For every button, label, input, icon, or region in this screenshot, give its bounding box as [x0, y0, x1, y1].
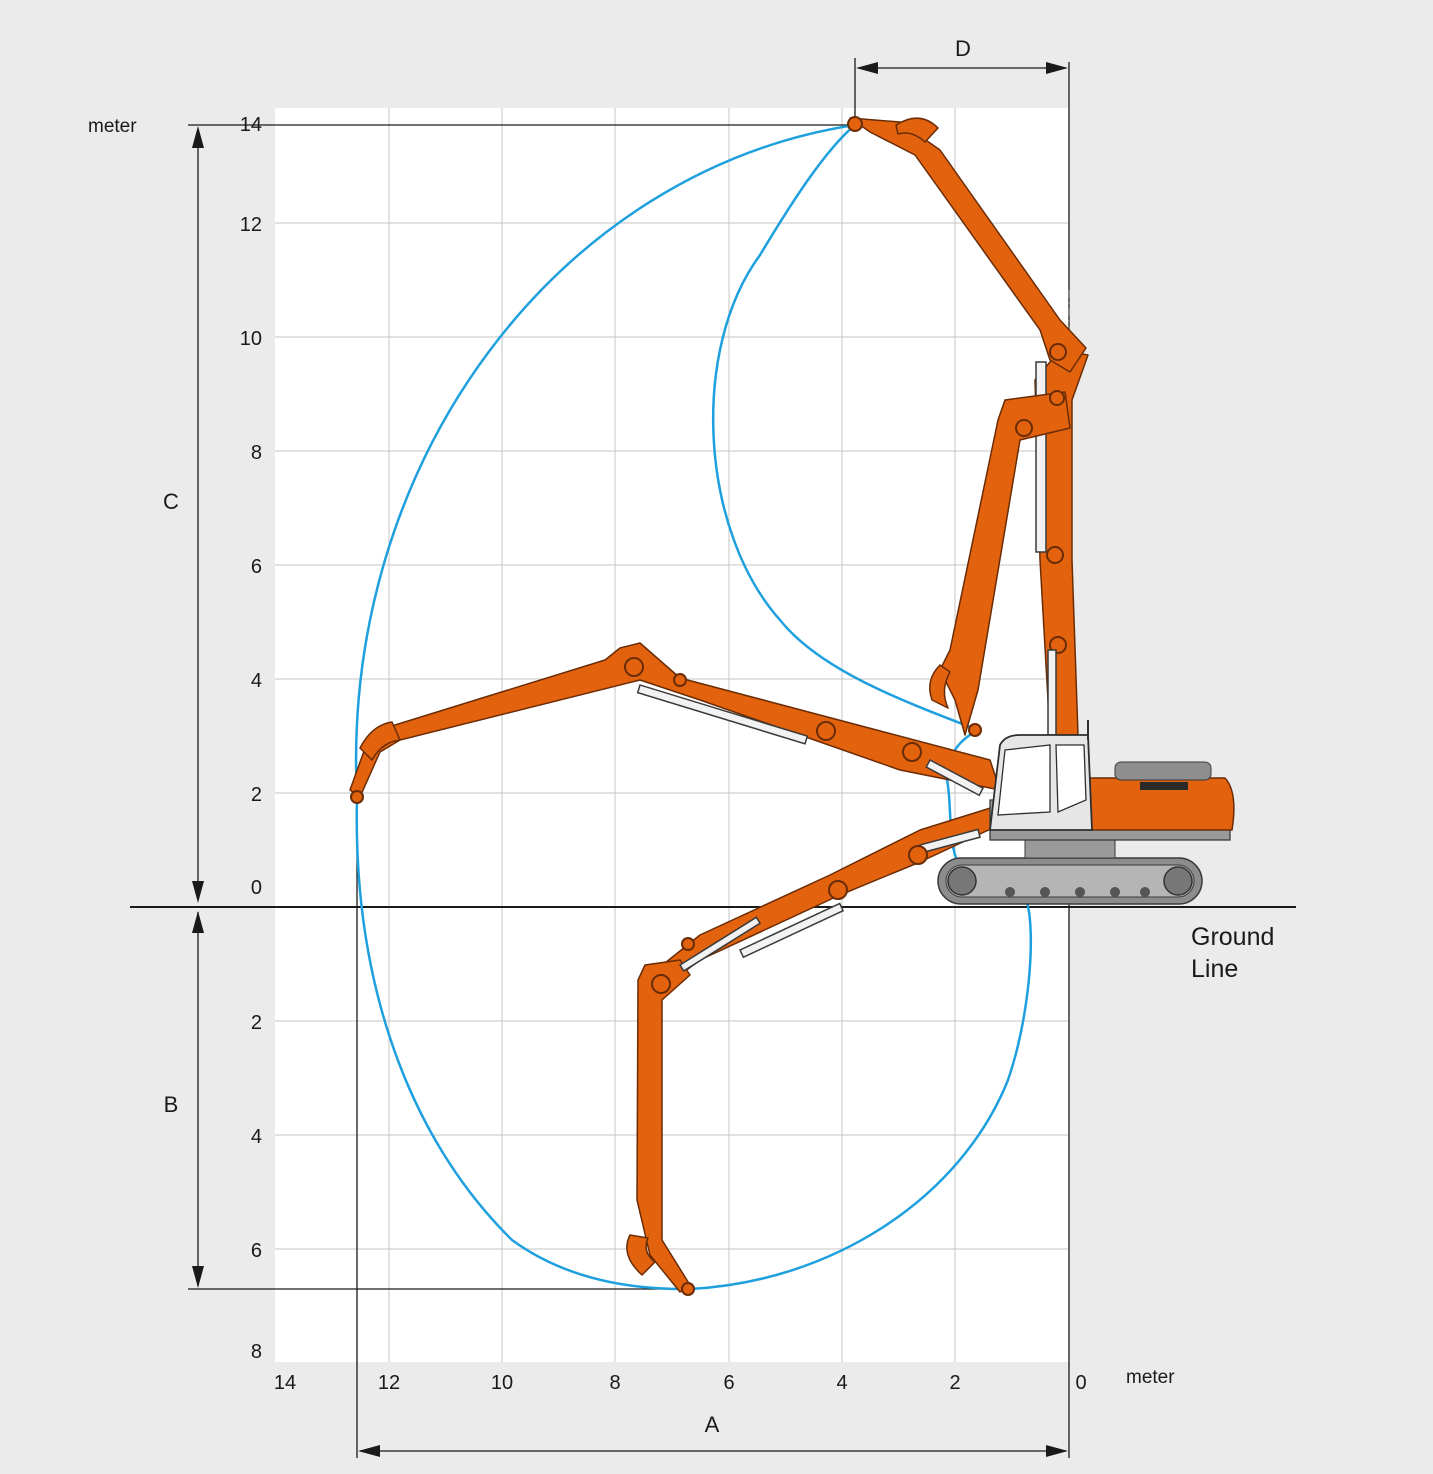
ground-line-label-2: Line — [1191, 955, 1238, 983]
y-tick-label: 2 — [251, 784, 262, 806]
x-tick-label: 4 — [836, 1372, 847, 1394]
extended-boom-horizontal — [349, 642, 1001, 804]
dimension-arrows — [192, 62, 1068, 1457]
y-tick-label: 10 — [240, 328, 262, 350]
x-tick-label: 10 — [491, 1372, 513, 1394]
x-tick-label: 12 — [378, 1372, 400, 1394]
x-tick-label: 6 — [723, 1372, 734, 1394]
dimension-label-d: D — [955, 36, 971, 61]
high-reach-boom — [847, 116, 1089, 736]
y-tick-label: 4 — [251, 670, 262, 692]
x-tick-label: 2 — [949, 1372, 960, 1394]
y-tick-label: 8 — [251, 1341, 262, 1363]
y-tick-label: 6 — [251, 1240, 262, 1262]
lower-boom-arm — [626, 804, 1011, 1296]
folded-arm — [929, 390, 1071, 737]
y-tick-label: 2 — [251, 1012, 262, 1034]
excavator-base — [937, 720, 1235, 905]
y-tick-label: 4 — [251, 1126, 262, 1148]
y-unit-label: meter — [88, 116, 137, 137]
y-tick-label: 0 — [251, 877, 262, 899]
y-tick-label: 12 — [240, 214, 262, 236]
x-axis-labels: 14 12 10 8 6 4 2 0 — [274, 1372, 1087, 1394]
dimension-label-c: C — [163, 489, 179, 514]
x-tick-label: 14 — [274, 1372, 296, 1394]
x-tick-label: 0 — [1075, 1372, 1086, 1394]
y-tick-label: 8 — [251, 442, 262, 464]
y-axis-labels: 14 12 10 8 6 4 2 0 2 4 6 8 — [240, 114, 262, 1363]
y-tick-label: 6 — [251, 556, 262, 578]
x-tick-label: 8 — [609, 1372, 620, 1394]
y-tick-label: 14 — [240, 114, 262, 136]
ground-line-label: Ground — [1191, 923, 1274, 951]
dimension-label-b: B — [164, 1092, 179, 1117]
x-unit-label: meter — [1126, 1367, 1175, 1388]
dimension-label-a: A — [705, 1412, 720, 1437]
